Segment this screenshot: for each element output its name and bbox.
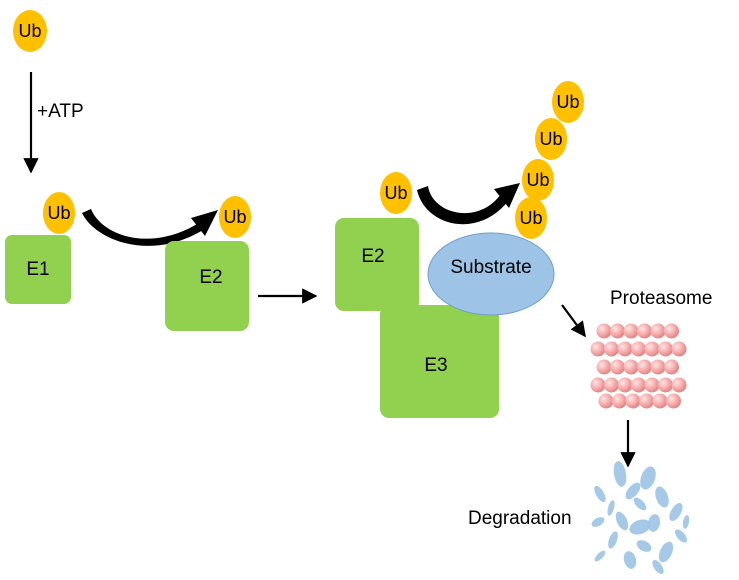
proteasome-subunit [637,359,652,375]
proteasome-subunit [590,341,606,357]
protein-fragment [633,497,647,511]
e1-enzyme: E1 [5,235,71,304]
e2-ubiquitin: Ub [219,196,251,238]
proteasome-subunit [658,341,673,357]
protein-fragment [625,482,641,500]
protein-fragment [629,519,651,535]
e3-label: E3 [424,355,447,376]
ubiquitin-label: Ub [519,208,542,228]
ubiquitin-label: Ub [384,183,407,203]
transfer-arrow-to-substrate [417,183,520,225]
protein-fragment [682,515,690,529]
ubiquitin-label: Ub [539,129,562,149]
proteasome-subunit [644,377,660,393]
ubiquitin-label: Ub [223,207,246,227]
protein-fragment [636,540,652,552]
ubiquitin-label: Ub [18,21,41,41]
proteasome-subunit [664,359,679,375]
proteasome-subunit [631,377,646,393]
proteasome-subunit [625,393,641,409]
protein-fragment [594,550,606,562]
transfer-arrow-e1-to-e2 [82,209,218,246]
protein-fragment [623,551,637,569]
free-ubiquitin: Ub [13,10,47,52]
proteasome-subunit [604,377,619,393]
protein-fragment [608,531,618,549]
proteasome-subunit [652,393,668,409]
proteasome-subunit [650,323,666,339]
protein-fragment [607,500,615,516]
e2-label: E2 [199,267,222,288]
proteasome-subunit [631,341,646,357]
proteasome-icon [590,323,687,409]
proteasome-subunit [617,377,633,393]
e1-ubiquitin: Ub [43,192,75,234]
substrate-label: Substrate [450,257,531,278]
degradation-label: Degradation [468,508,572,529]
e2-enzyme: E2 [165,241,249,331]
proteasome-subunit [664,323,679,339]
proteasome-subunit [604,341,619,357]
proteasome-subunit [610,323,625,339]
protein-fragment [591,517,605,527]
proteasome-label: Proteasome [610,288,712,309]
e3-enzyme: E3 [380,305,499,418]
protein-fragment [652,560,664,574]
proteasome-subunit [671,377,687,393]
proteasome-subunit [610,359,625,375]
proteasome-subunit [590,377,606,393]
proteasome-subunit [658,377,673,393]
e1-label: E1 [26,259,49,280]
protein-fragment [594,485,606,503]
proteasome-subunit [671,341,687,357]
ubiquitin-label: Ub [47,203,70,223]
proteasome-subunit [598,393,614,409]
polyubiquitin-chain: Ub Ub Ub Ub [515,81,584,239]
arrow-to-proteasome [561,304,586,338]
proteasome-subunit [666,393,681,409]
protein-fragment [613,461,627,487]
protein-fragment [669,502,683,522]
ubiquitin-label: Ub [526,170,549,190]
proteasome-subunit [637,323,652,339]
e2-complex-ubiquitin: Ub [380,172,412,214]
degraded-fragments-icon [591,461,690,574]
protein-fragment [640,466,656,490]
protein-fragment [655,486,669,508]
proteasome-subunit [623,323,639,339]
proteasome-subunit [623,359,639,375]
proteasome-subunit [612,393,627,409]
atp-label: +ATP [37,101,84,122]
e2-label: E2 [361,246,384,267]
proteasome-subunit [644,341,660,357]
protein-fragment [675,529,687,543]
ubiquitin-label: Ub [556,92,579,112]
proteasome-subunit [596,359,612,375]
protein-fragment [658,541,674,563]
proteasome-subunit [596,323,612,339]
substrate: Substrate [427,232,555,316]
protein-fragment [615,511,629,531]
proteasome-subunit [639,393,654,409]
proteasome-subunit [617,341,633,357]
protein-fragment [647,514,661,532]
proteasome-subunit [650,359,666,375]
e2-complex-enzyme: E2 [335,218,419,311]
